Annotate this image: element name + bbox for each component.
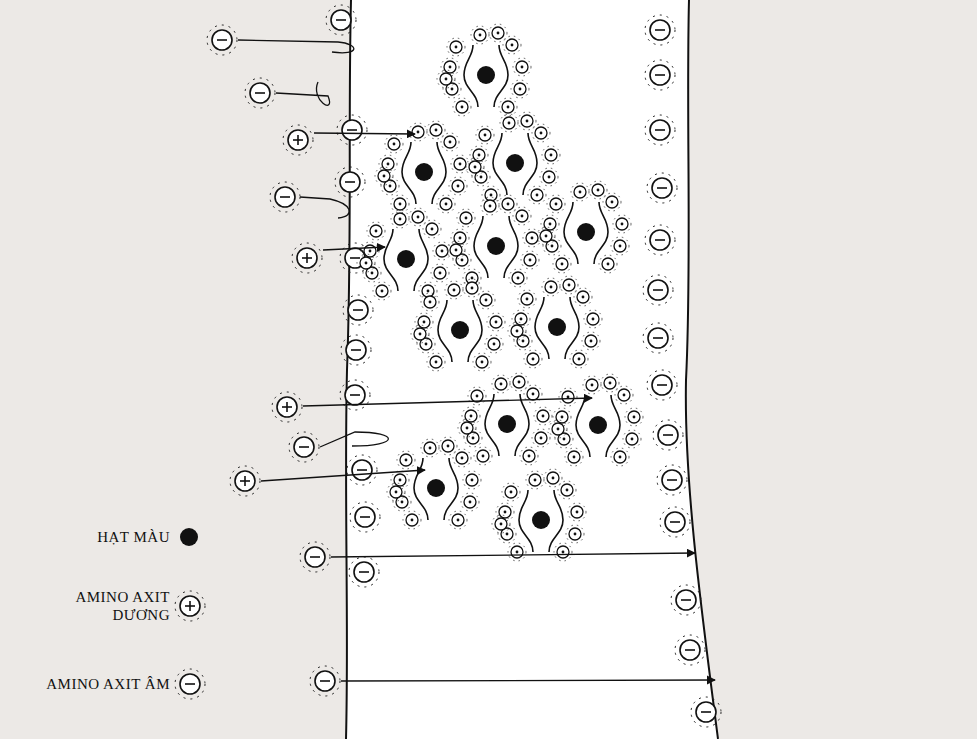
- positive-sample: [175, 591, 205, 621]
- legend-label: HẠT MÀU: [20, 528, 170, 546]
- granule-sample: [180, 528, 198, 546]
- legend-label: AMINO AXIT DƯƠNG: [20, 588, 170, 624]
- legend-label: AMINO AXIT ÂM: [20, 675, 170, 693]
- negative-sample: [175, 669, 205, 699]
